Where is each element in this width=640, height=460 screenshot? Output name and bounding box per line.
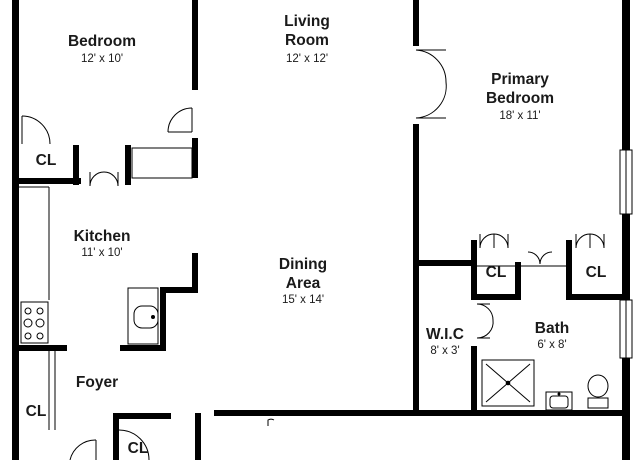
kitchen-sink-icon [127, 287, 159, 345]
living-room-name-2: Room [285, 32, 329, 49]
foyer-name: Foyer [76, 374, 118, 391]
wic-dims: 8' x 3' [430, 345, 459, 357]
closet-label-foyer-left: CL [26, 403, 47, 420]
primary-bedroom-dims: 18' x 11' [499, 110, 540, 122]
dining-area-name-1: Dining [279, 256, 327, 273]
living-room-dims: 12' x 12' [286, 53, 328, 65]
kitchen-name: Kitchen [74, 228, 131, 245]
bath-name: Bath [535, 320, 569, 337]
fixtures [20, 287, 609, 411]
closet-label-primary-left: CL [486, 264, 507, 281]
walls [12, 0, 630, 460]
wic-name: W.I.C [426, 326, 464, 343]
kitchen-dims: 11' x 10' [81, 247, 122, 259]
bedroom-dims: 12' x 10' [81, 53, 123, 65]
doors [21, 49, 605, 460]
closet-label-foyer: CL [128, 440, 149, 457]
bath-dims: 6' x 8' [537, 339, 566, 351]
bedroom-name: Bedroom [68, 33, 136, 50]
bath-sink-icon [545, 391, 573, 411]
closet-label-bedroom: CL [36, 152, 57, 169]
closet-label-primary-right: CL [586, 264, 607, 281]
room-labels: Bedroom 12' x 10' Living Room 12' x 12' … [26, 13, 607, 457]
stove-icon [20, 301, 49, 344]
primary-bedroom-name-1: Primary [491, 71, 549, 88]
dining-area-dims: 15' x 14' [282, 294, 324, 306]
toilet-icon [587, 374, 609, 409]
shower-icon [481, 359, 535, 407]
thin-lines [19, 147, 633, 430]
living-room-name-1: Living [284, 13, 330, 30]
dining-area-name-2: Area [286, 275, 321, 292]
primary-bedroom-name-2: Bedroom [486, 90, 554, 107]
